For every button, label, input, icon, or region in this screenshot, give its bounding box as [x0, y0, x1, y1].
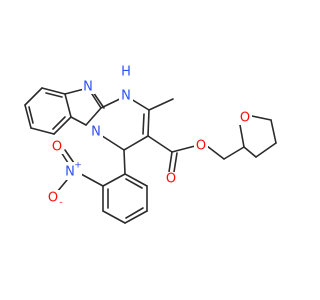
bond — [123, 149, 126, 175]
atom-label-oxygen: O — [240, 111, 250, 126]
bond — [171, 145, 196, 153]
bond — [52, 116, 66, 130]
atom-label-layer: N H N N N + O O - O O O — [47, 65, 252, 208]
bond — [251, 115, 272, 121]
bond — [125, 178, 143, 189]
bond — [255, 142, 277, 158]
bond — [85, 107, 102, 126]
bond-layer — [24, 87, 277, 224]
atom-label-oxygen: O — [48, 191, 58, 206]
atom-label-oxygen: O — [166, 172, 176, 187]
atom-label-nitrogen: N — [91, 125, 101, 140]
bond — [24, 104, 32, 129]
bond — [64, 149, 75, 164]
bond — [102, 173, 126, 187]
bond — [223, 146, 245, 160]
bond — [70, 116, 87, 126]
bond — [92, 91, 105, 109]
bond — [124, 210, 148, 224]
bond — [28, 106, 34, 124]
atom-label-oxygen: O — [52, 140, 62, 155]
charge-negative: - — [59, 198, 62, 208]
bond — [45, 92, 63, 98]
bond — [30, 127, 55, 135]
bond — [270, 119, 277, 144]
bond — [41, 87, 66, 95]
bond — [173, 152, 178, 173]
atom-label-hydrogen: H — [121, 65, 131, 80]
bond — [147, 135, 173, 153]
bond — [147, 109, 150, 137]
bond — [243, 146, 257, 158]
bond — [124, 173, 148, 187]
bond — [123, 135, 149, 151]
chemical-structure-diagram: N H N N N + O O - O O O — [24, 65, 277, 224]
atom-label-oxygen: O — [196, 139, 206, 154]
charge-positive: + — [74, 161, 82, 171]
bond — [239, 124, 245, 148]
atom-label-nitrogen: N — [83, 80, 93, 95]
bond — [148, 98, 174, 111]
bond — [206, 145, 225, 160]
bond — [168, 151, 173, 173]
atom-label-nitrogen: N — [121, 89, 131, 104]
bond — [53, 116, 72, 135]
bond — [142, 113, 145, 135]
bond — [102, 210, 126, 224]
bond — [80, 173, 104, 187]
atom-label-nitrogen: N — [65, 165, 75, 180]
bond — [125, 207, 144, 219]
bond — [24, 87, 43, 106]
bond — [64, 93, 72, 118]
